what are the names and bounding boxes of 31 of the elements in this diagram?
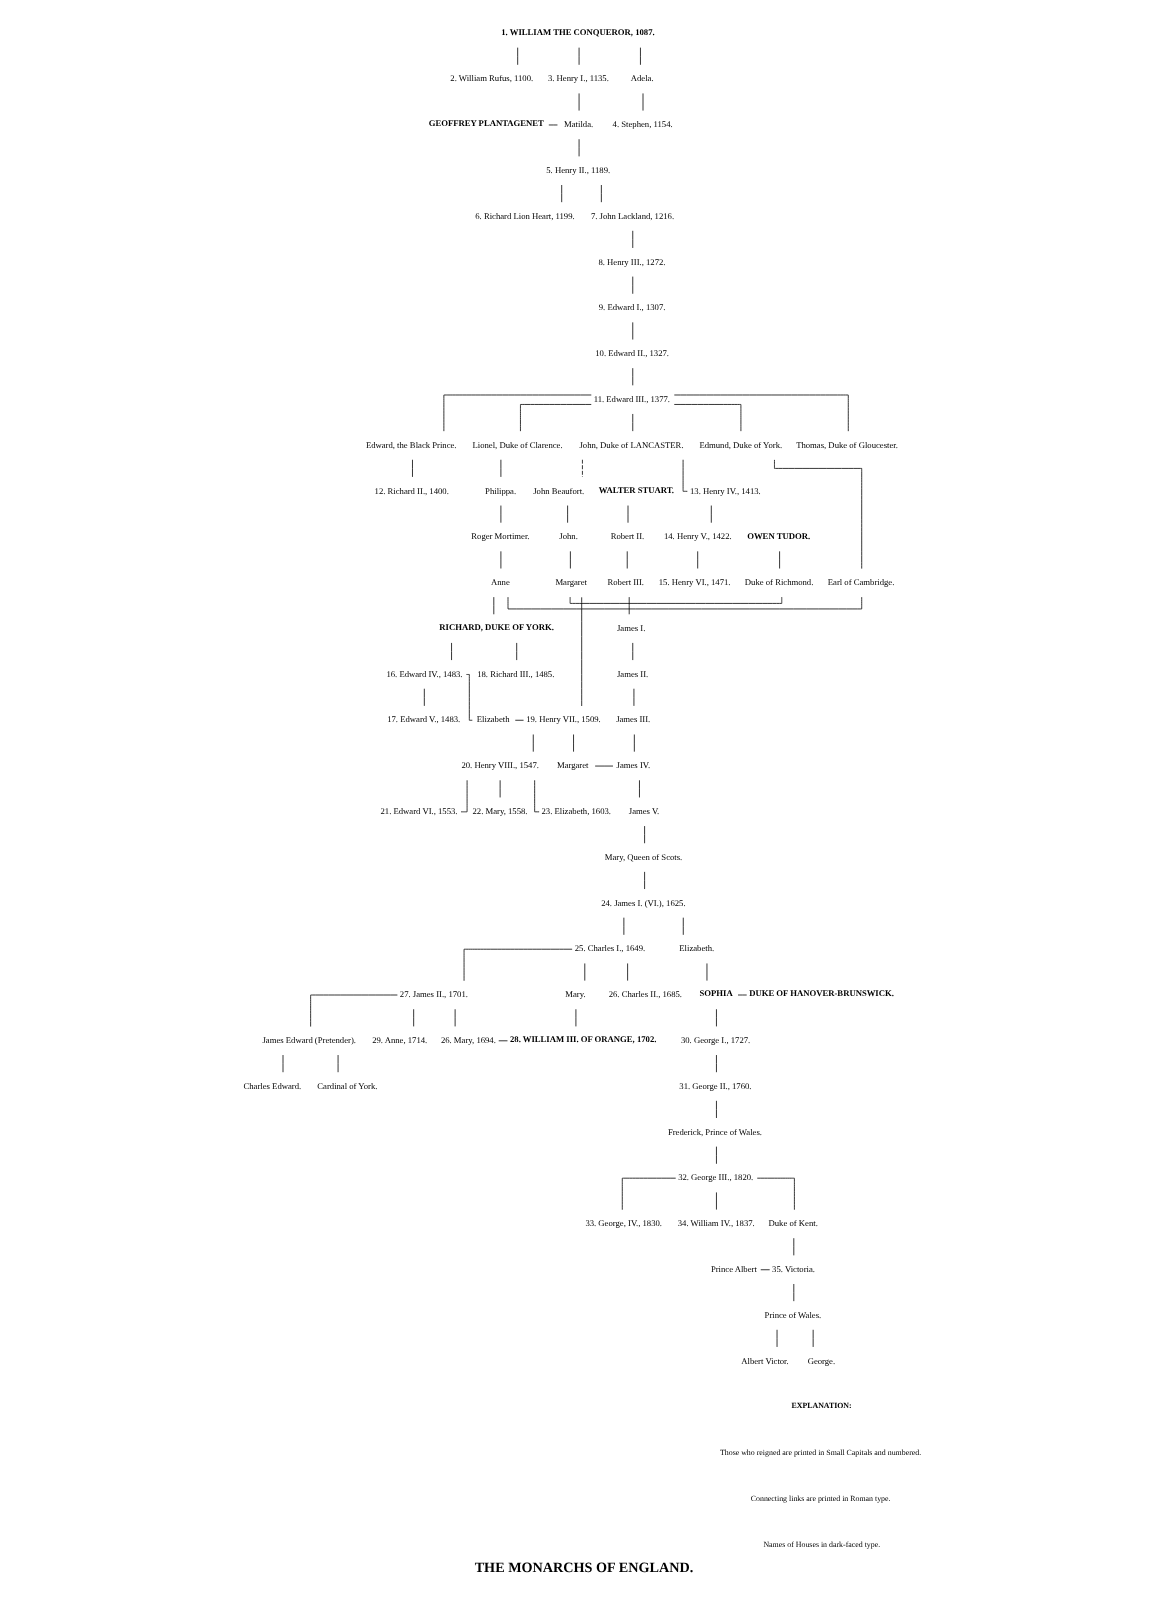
connector: [640, 47, 641, 66]
connector: [716, 1146, 717, 1165]
connector: [517, 47, 519, 66]
connector: [520, 404, 592, 432]
connector: [716, 1054, 717, 1073]
connector: [644, 871, 645, 890]
connector: [673, 404, 742, 432]
connector: [413, 1008, 415, 1027]
connector: [756, 1177, 795, 1211]
connector: [633, 734, 635, 753]
connector: [534, 779, 540, 813]
connector: [310, 994, 398, 1027]
connector: [570, 550, 571, 569]
connector: [581, 596, 583, 707]
connector: [569, 596, 783, 604]
connector: [716, 1192, 717, 1210]
connector: [582, 459, 583, 478]
connector: [466, 674, 473, 721]
connector: [716, 1100, 717, 1119]
connector: [627, 963, 628, 981]
connector: [639, 779, 640, 798]
connector: [573, 734, 574, 753]
connector: [600, 184, 602, 203]
connector: [779, 550, 780, 569]
connector: [716, 1008, 717, 1027]
connector: [412, 459, 413, 478]
connector: [507, 596, 863, 610]
connector: [567, 505, 568, 524]
connector: [644, 825, 645, 844]
connector: [451, 642, 452, 661]
connector: [628, 596, 630, 615]
